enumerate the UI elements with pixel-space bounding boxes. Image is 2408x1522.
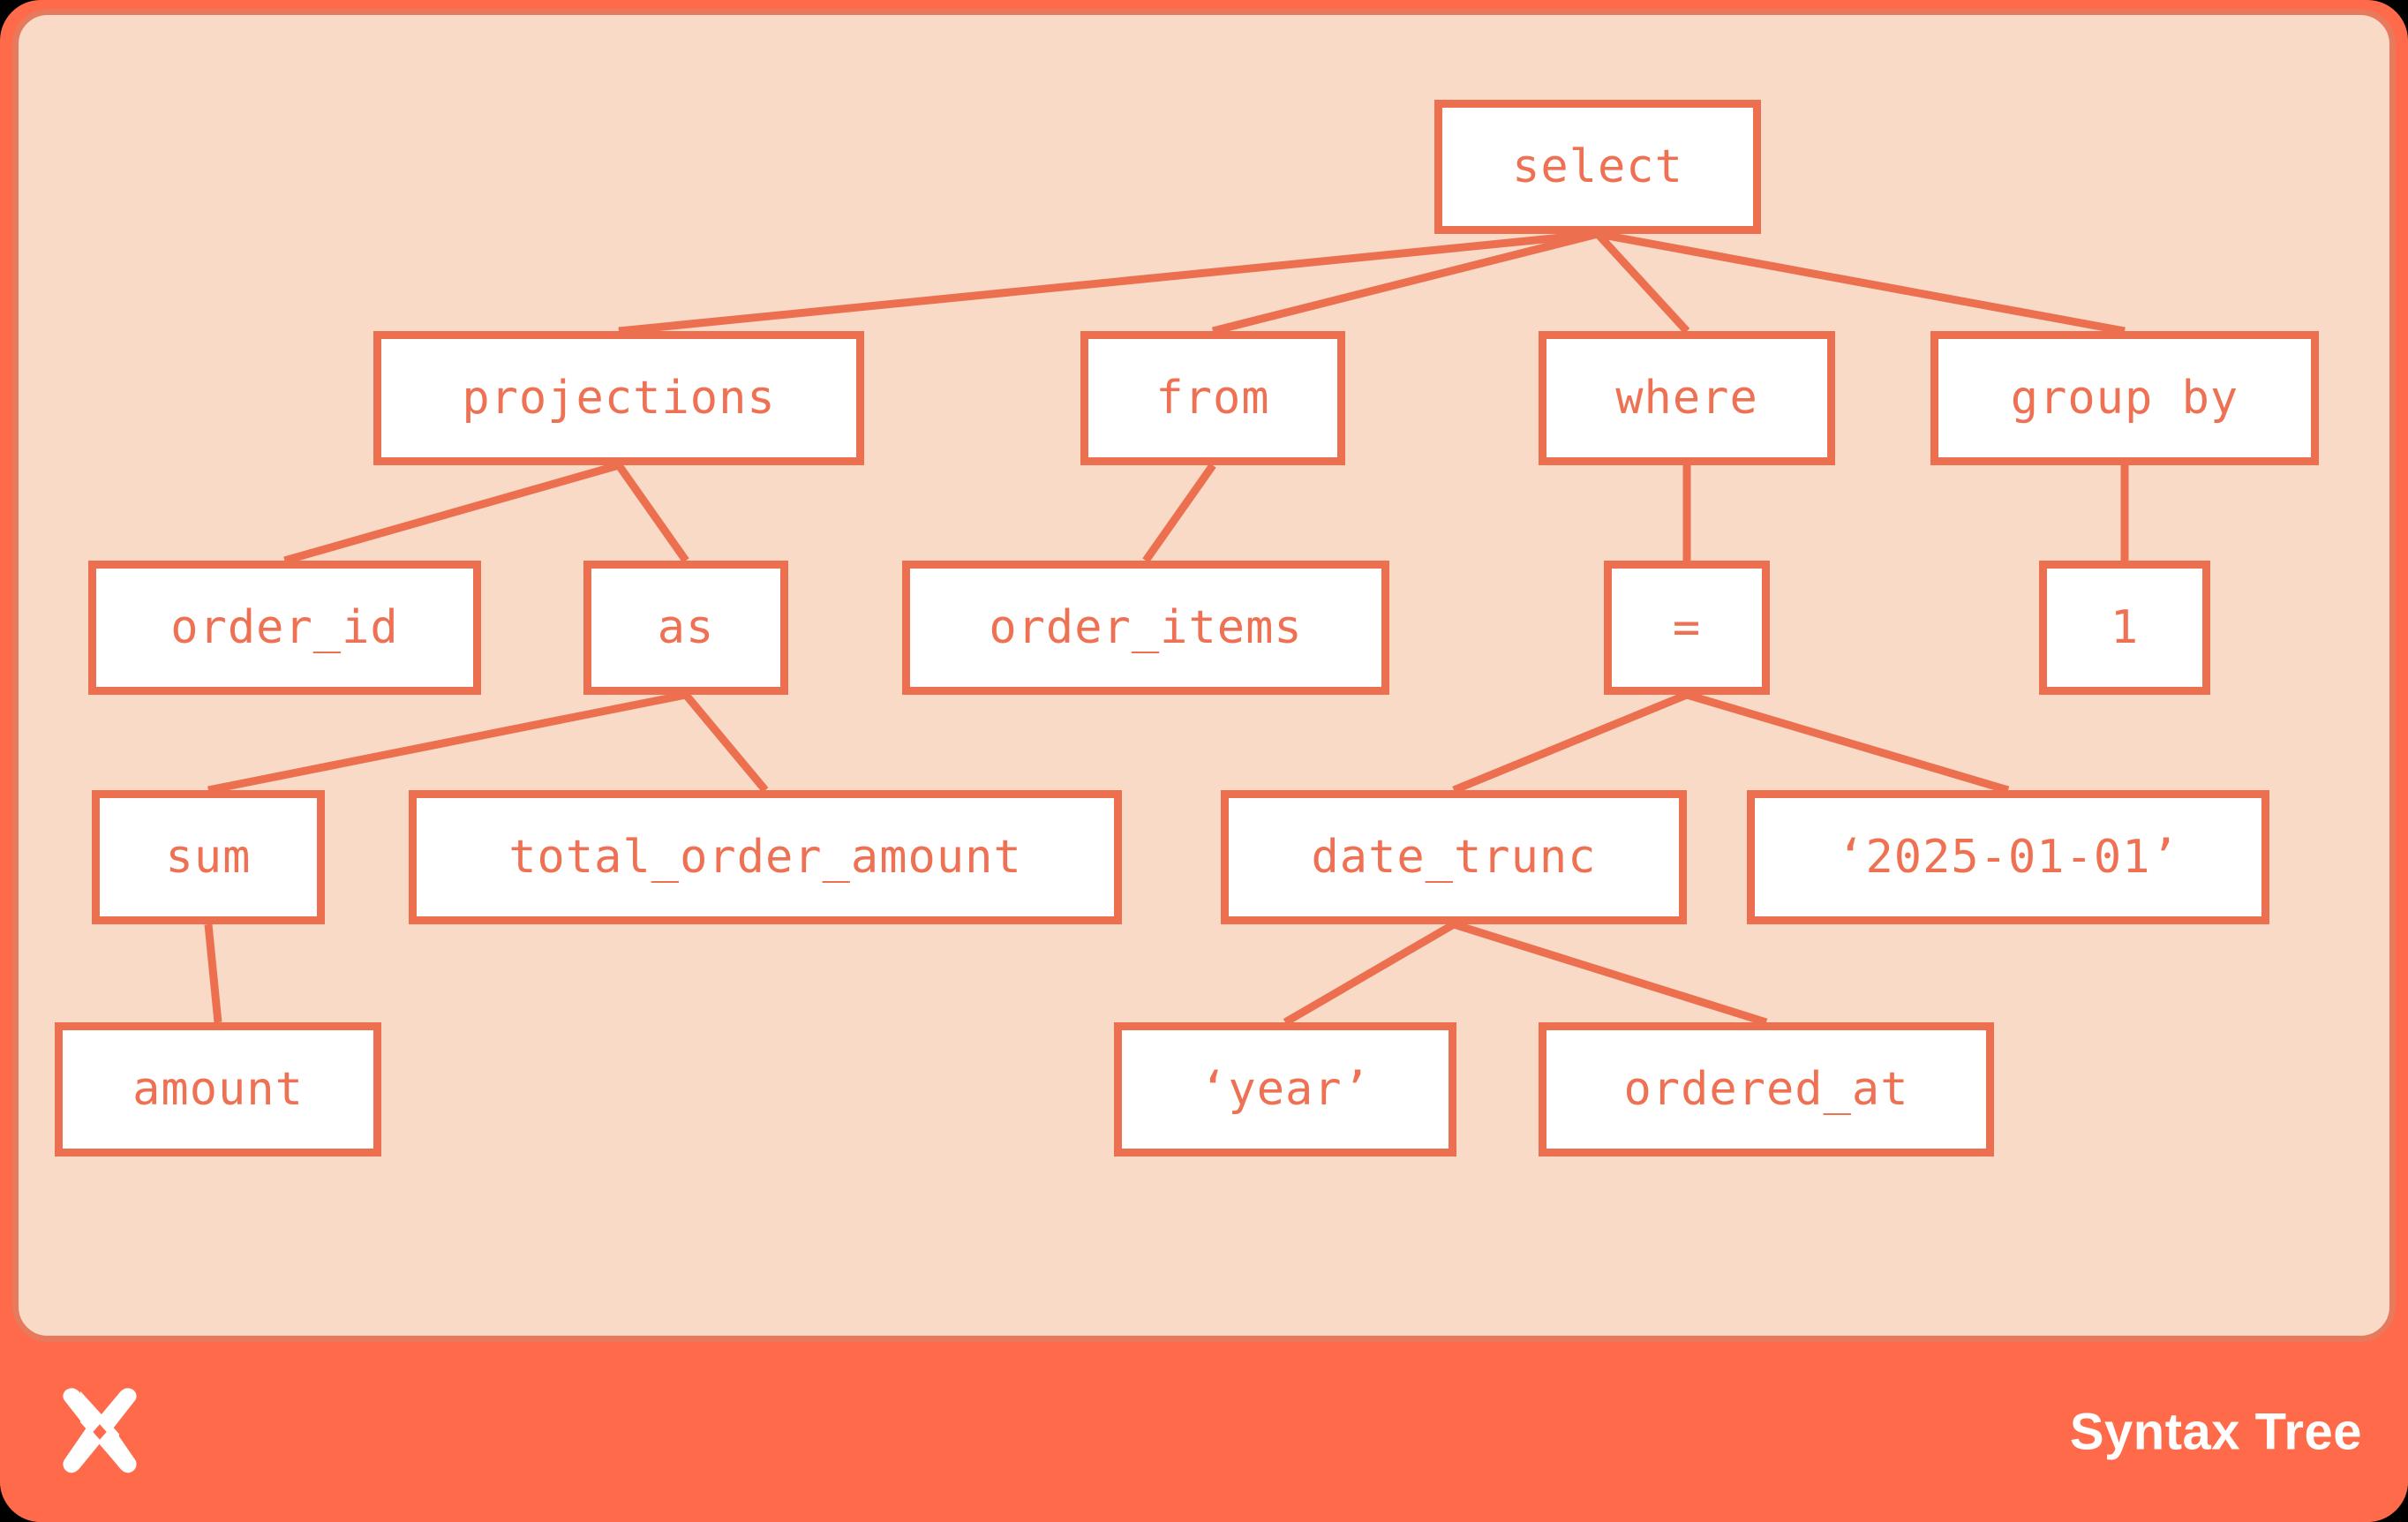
tree-node-group-by: group by — [1930, 331, 2319, 465]
tree-edge-select-to-from — [1211, 230, 1599, 335]
tree-node-date-literal: ‘2025-01-01’ — [1747, 790, 2269, 924]
tree-node-sum: sum — [92, 790, 325, 924]
tree-node-where: where — [1539, 331, 1835, 465]
tree-node-ordered-at: ordered_at — [1539, 1022, 1994, 1157]
tree-node-from: from — [1080, 331, 1345, 465]
tree-node-one: 1 — [2039, 561, 2210, 695]
tree-edges — [204, 230, 2129, 1027]
tree-node-date-trunc: date_trunc — [1221, 790, 1687, 924]
tree-node-amount: amount — [55, 1022, 381, 1157]
tree-edge-projections-to-as — [615, 463, 689, 563]
x-star-logo-icon — [63, 1388, 137, 1473]
tree-node-select: select — [1434, 100, 1761, 234]
footer-title: Syntax Tree — [2069, 1403, 2362, 1461]
tree-edge-eq-to-date_trunc — [1452, 690, 1689, 795]
tree-edge-select-to-where — [1594, 230, 1690, 335]
tree-node-order-id: order_id — [88, 561, 481, 695]
tree-node-as: as — [583, 561, 788, 695]
tree-node-projections: projections — [373, 331, 864, 465]
footer-bar: Syntax Tree — [0, 1342, 2408, 1522]
tree-node-year-literal: ‘year’ — [1114, 1022, 1456, 1157]
tree-edge-eq-to-date_literal — [1685, 690, 2010, 795]
tree-node-eq: = — [1604, 561, 1770, 695]
tree-edge-from-to-order_items — [1142, 463, 1216, 563]
tree-edge-sum-to-amount — [204, 923, 222, 1023]
tree-edge-select-to-projections — [618, 230, 1599, 335]
tree-edge-select-to-group_by — [1597, 230, 2126, 335]
tree-edge-projections-to-order_id — [283, 461, 621, 565]
tree-edge-as-to-total_order_amount — [682, 692, 769, 793]
tree-node-total-order-amount: total_order_amount — [409, 790, 1122, 924]
tree-edge-as-to-sum — [207, 690, 687, 795]
tree-edge-date_trunc-to-ordered_at — [1452, 920, 1768, 1027]
tree-node-order-items: order_items — [902, 561, 1389, 695]
tree-edge-date_trunc-to-year_literal — [1283, 921, 1456, 1026]
